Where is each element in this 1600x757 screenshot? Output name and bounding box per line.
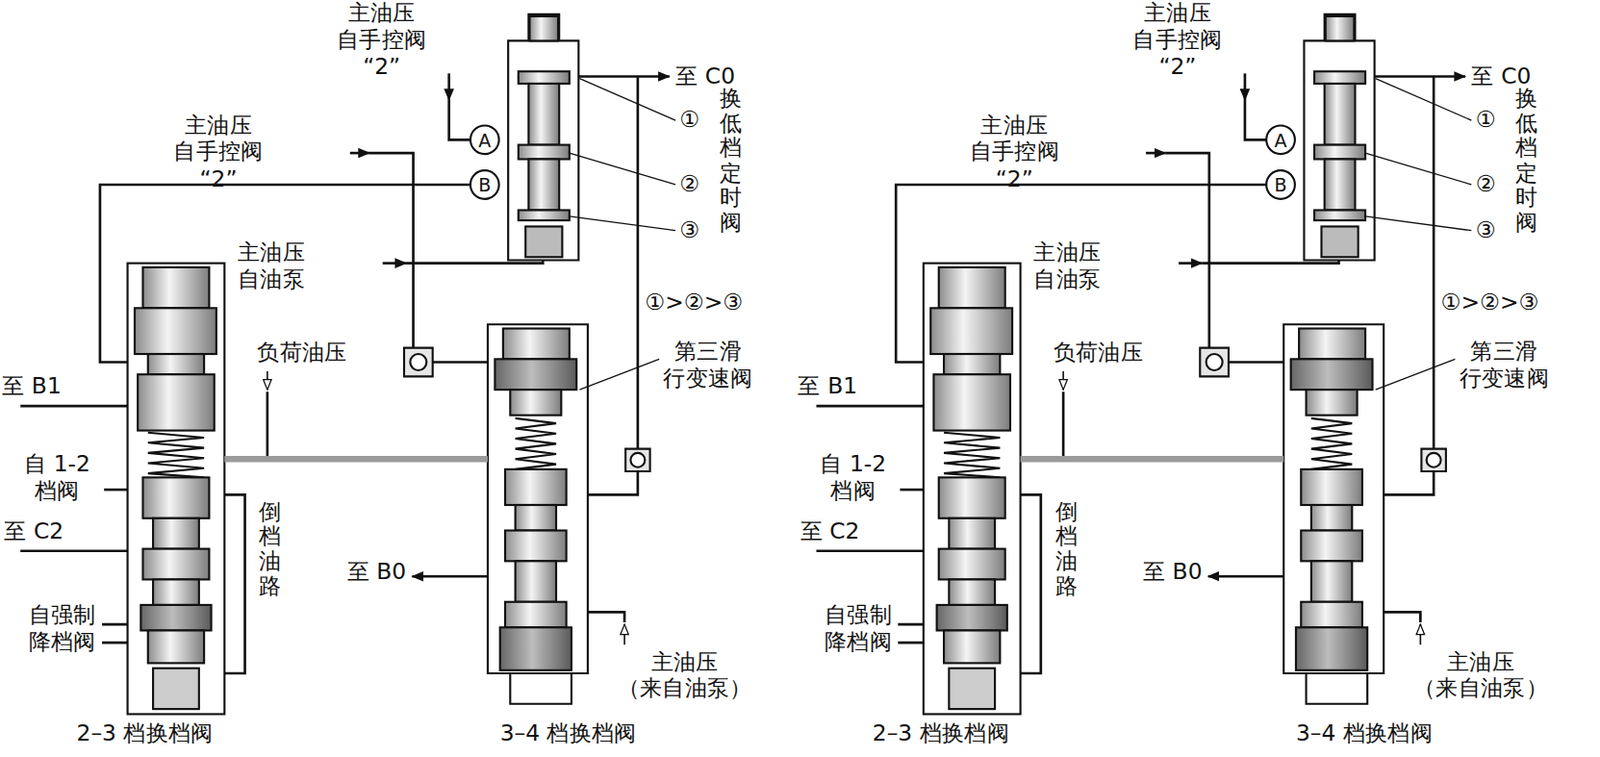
part-label: 主油压 自手控阀“2” [173,112,263,194]
callout-number: ② [1475,171,1497,199]
part-label: 自 1-2 档阀 [808,451,898,506]
part-label: 至 B0 [1142,558,1203,586]
part-label: 至 B1 [1,373,62,401]
part-label: ①>②>③ [1441,289,1540,317]
part-label: 自强制 降档阀 [28,602,97,657]
part-label: 主油压 （来自油泵） [617,649,753,704]
part-label: 2–3 档换档阀 [76,720,214,748]
part-label: 至 B0 [347,558,407,586]
part-label: 自 1-2 档阀 [12,451,102,506]
part-label: 第三滑 行变速阀 [1459,338,1550,393]
callout-number: ② [679,171,700,199]
part-label: 至 C2 [800,518,861,546]
part-label: 第三滑 行变速阀 [662,338,753,393]
right-valve-panel [815,14,1472,715]
part-label: 2–3 档换档阀 [872,720,1010,748]
part-label: 至 B1 [797,373,858,401]
part-label: 倒档油路 [1055,500,1078,600]
port-circle: A [1265,124,1296,155]
part-label: 主油压 （来自油泵） [1413,649,1549,704]
port-circle: B [469,169,501,201]
part-label: 主油压 自手控阀“2” [1132,0,1222,81]
part-label: 至 C2 [3,518,64,546]
port-letter: B [1273,174,1287,196]
callout-number: ① [1475,105,1497,133]
part-label: 负荷油压 [256,339,347,367]
port-letter: B [478,174,491,196]
part-label: ①>②>③ [644,289,743,317]
part-label: 3–4 档换档阀 [500,720,637,748]
callout-number: ① [679,105,700,133]
part-label: 主油压 自手控阀“2” [336,0,427,81]
part-label: 主油压 自油泵 [1033,239,1101,294]
part-label: 换低档定时阀 [719,86,742,235]
callout-number: ③ [679,217,700,245]
part-label: 主油压 自油泵 [237,239,305,294]
port-letter: A [478,128,491,151]
part-label: 负荷油压 [1053,339,1143,367]
left-valve-panel [20,14,676,715]
part-label: 3–4 档换档阀 [1295,720,1433,748]
part-label: 自强制 降档阀 [824,602,892,657]
port-circle: B [1265,169,1296,201]
part-label: 换低档定时阀 [1515,86,1538,235]
callout-number: ③ [1475,217,1497,245]
part-label: 主油压 自手控阀“2” [969,112,1060,194]
port-letter: A [1274,128,1288,151]
port-circle: A [469,124,501,155]
part-label: 倒档油路 [258,500,281,600]
